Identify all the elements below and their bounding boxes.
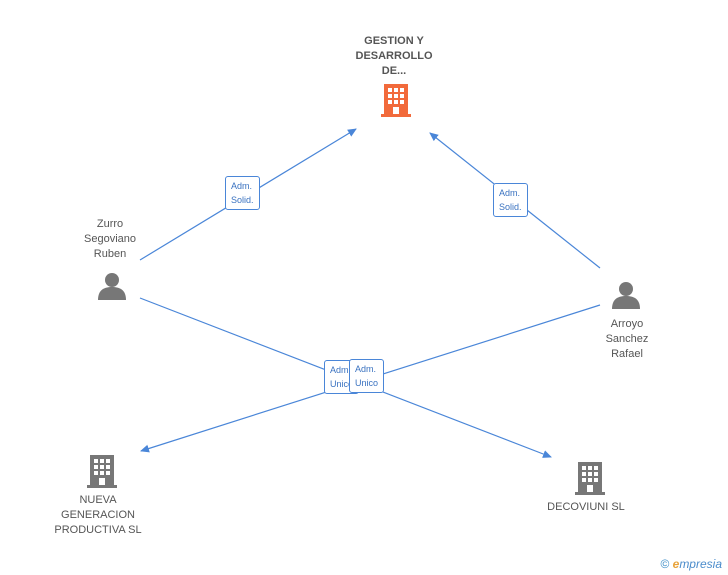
person-label-arroyo[interactable]: Arroyo Sanchez Rafael (605, 318, 649, 360)
building-icon (381, 84, 411, 117)
company-label-nueva[interactable]: NUEVA GENERACION PRODUCTIVA SL (54, 494, 142, 536)
edge-label-arroyo-gestion: Adm. Solid. (493, 183, 528, 217)
company-label-gestion[interactable]: GESTION Y DESARROLLO DE... (355, 35, 433, 77)
edge-label-zurro-gestion: Adm. Solid. (225, 176, 260, 210)
building-icon (87, 455, 117, 488)
building-icon (575, 462, 605, 495)
person-label-zurro[interactable]: Zurro Segoviano Ruben (84, 218, 136, 260)
person-icon (612, 282, 640, 309)
copyright-symbol: © (660, 557, 670, 571)
footer-brand: © empresia (660, 557, 722, 571)
edge-label-arroyo-nueva: Adm. Unico (349, 359, 385, 393)
person-icon (98, 273, 126, 300)
brand-logo-e: e (672, 557, 680, 571)
company-label-decoviuni[interactable]: DECOVIUNI SL (547, 501, 625, 513)
brand-name: mpresia (679, 557, 722, 571)
